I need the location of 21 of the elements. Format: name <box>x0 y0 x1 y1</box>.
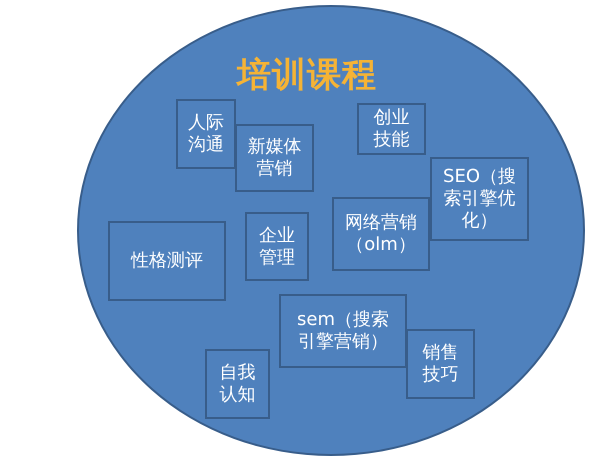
topic-label: 人际沟通 <box>187 112 225 156</box>
topic-box <box>245 212 309 281</box>
topic-box <box>176 99 236 169</box>
topic-box <box>235 124 314 192</box>
topic-label: 网络营销（olm） <box>344 212 418 256</box>
topic-label: 销售技巧 <box>422 342 460 386</box>
topic-box <box>279 294 407 368</box>
topic-box <box>332 197 430 271</box>
topic-box <box>205 349 270 419</box>
topic-label: 企业管理 <box>258 224 296 268</box>
topic-label: sem（搜索引擎营销） <box>296 309 390 353</box>
topic-label: 创业技能 <box>372 107 410 151</box>
topic-box <box>108 221 226 301</box>
topic-label: 新媒体营销 <box>246 136 302 180</box>
title-text: 培训课程 <box>237 54 377 97</box>
topic-label: SEO（搜索引擎优化） <box>442 166 517 232</box>
topic-label: 自我认知 <box>218 362 256 406</box>
topic-label: 性格测评 <box>130 250 204 272</box>
topic-box <box>357 103 426 155</box>
topic-box <box>430 157 529 241</box>
topic-box <box>406 329 475 399</box>
